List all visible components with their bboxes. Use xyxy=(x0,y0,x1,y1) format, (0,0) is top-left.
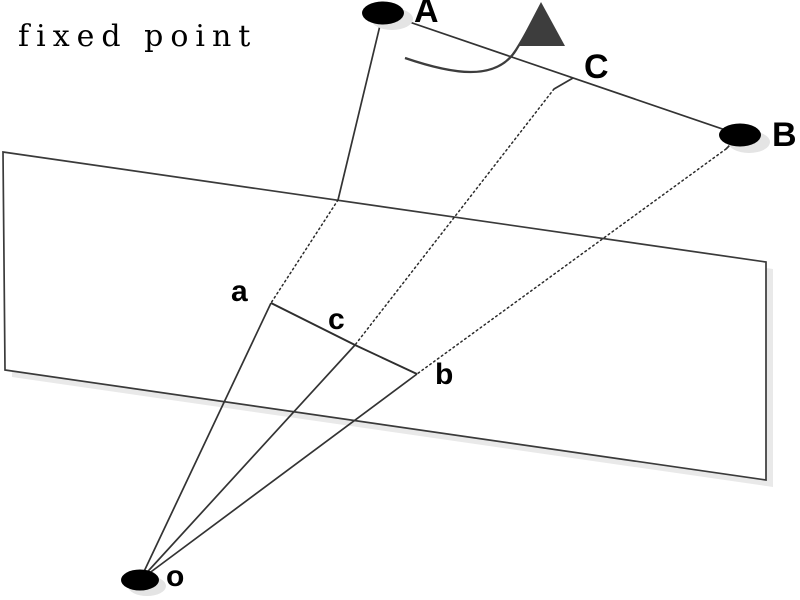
ray-a-A xyxy=(337,12,384,201)
caption-fixed-point: fixed point xyxy=(18,19,258,54)
point-label-o: o xyxy=(166,560,185,593)
projector-C-c xyxy=(354,88,555,346)
chord-A-B xyxy=(382,12,741,136)
point-label-b: b xyxy=(435,358,454,391)
point-o-marker xyxy=(121,569,159,591)
ray-o-b xyxy=(139,373,418,581)
point-label-C: C xyxy=(584,48,609,86)
point-A-marker xyxy=(362,1,404,25)
point-label-B: B xyxy=(772,116,797,154)
projector-B-b xyxy=(416,148,727,375)
image-segment-a-c xyxy=(270,302,356,346)
point-B-marker xyxy=(719,123,761,147)
point-label-c: c xyxy=(328,303,345,336)
ray-o-a xyxy=(139,302,272,581)
image-plane xyxy=(2,151,767,481)
projector-A-a xyxy=(270,199,339,304)
point-label-a: a xyxy=(231,275,248,308)
point-label-A: A xyxy=(414,0,439,30)
image-segment-c-b xyxy=(354,344,418,375)
ray-o-c xyxy=(139,344,356,581)
ray-c-C xyxy=(553,77,574,90)
rotation-arrow-head xyxy=(518,2,565,46)
